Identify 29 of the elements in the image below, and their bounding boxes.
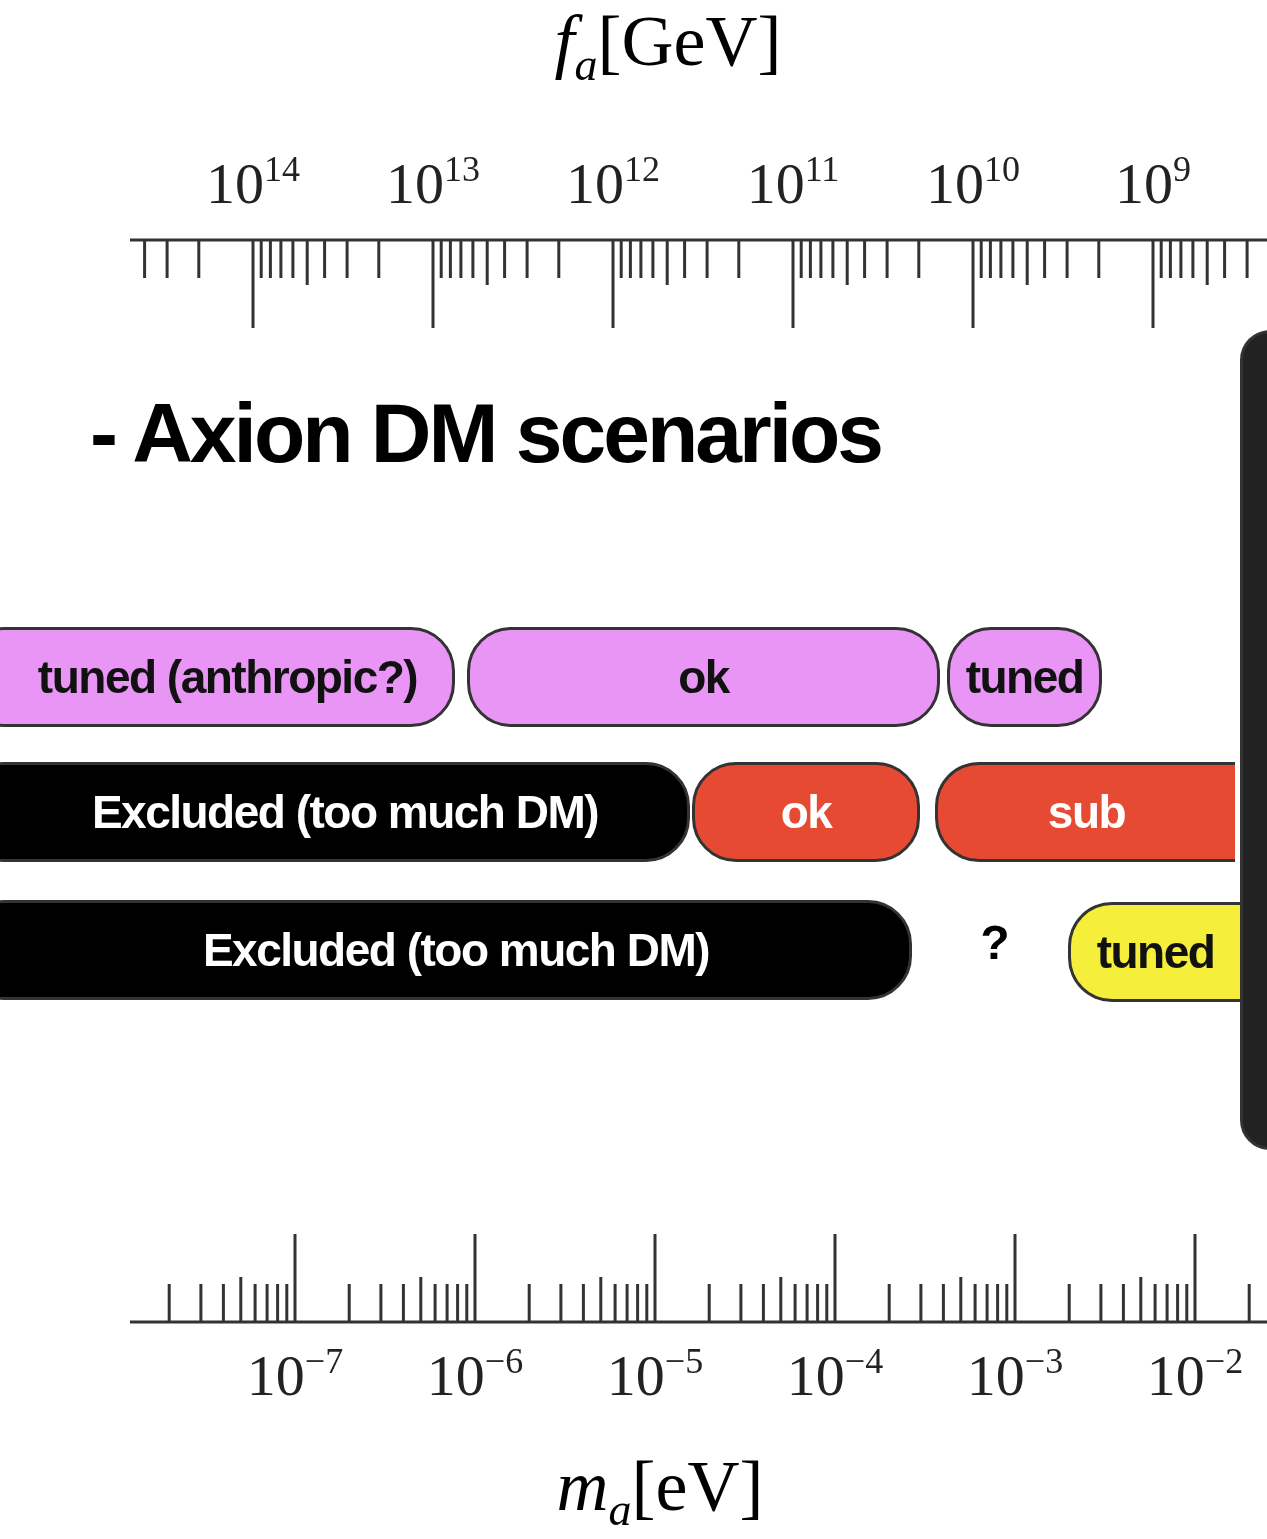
tick-label: 10$^{13}$ bbox=[386, 148, 480, 217]
tick-label: 10$^{−5}$ bbox=[606, 1340, 704, 1409]
question-mark: ? bbox=[980, 915, 1010, 970]
bar-label: tuned bbox=[1096, 925, 1215, 979]
bar-label: tuned bbox=[965, 650, 1084, 704]
bar-label: tuned (anthropic?) bbox=[37, 650, 418, 704]
bar-label: Excluded (too much DM) bbox=[91, 785, 599, 839]
scenario-bar bbox=[0, 900, 912, 1000]
heading: - Axion DM scenarios bbox=[90, 385, 882, 482]
scenario-bar bbox=[0, 627, 455, 727]
tick-label: 10$^{11}$ bbox=[746, 148, 840, 217]
tick-label: 10$^{−3}$ bbox=[966, 1340, 1064, 1409]
axis-title: m$_{a}$[eV] bbox=[556, 1445, 764, 1537]
tick-label: 10$^{−4}$ bbox=[786, 1340, 884, 1409]
scenario-bar bbox=[0, 762, 690, 862]
tick-label: 10$^{9}$ bbox=[1115, 148, 1191, 217]
axis-title: f$_{a}$[GeV] bbox=[554, 0, 782, 92]
tick-label: 10$^{10}$ bbox=[926, 148, 1020, 217]
scenario-bar bbox=[1068, 902, 1240, 1002]
tick-label: 10$^{−6}$ bbox=[426, 1340, 524, 1409]
bar-label: ok bbox=[780, 785, 832, 839]
tick-label: 10$^{12}$ bbox=[566, 148, 660, 217]
bar-label: Excluded (too much DM) bbox=[202, 923, 710, 977]
scenario-bar bbox=[935, 762, 1235, 862]
tick-label: 10$^{−2}$ bbox=[1146, 1340, 1244, 1409]
bar-label: ok bbox=[678, 650, 729, 704]
tick-label: 10$^{14}$ bbox=[206, 148, 300, 217]
tick-label: 10$^{−7}$ bbox=[246, 1340, 344, 1409]
bar-label: sub bbox=[1047, 785, 1126, 839]
